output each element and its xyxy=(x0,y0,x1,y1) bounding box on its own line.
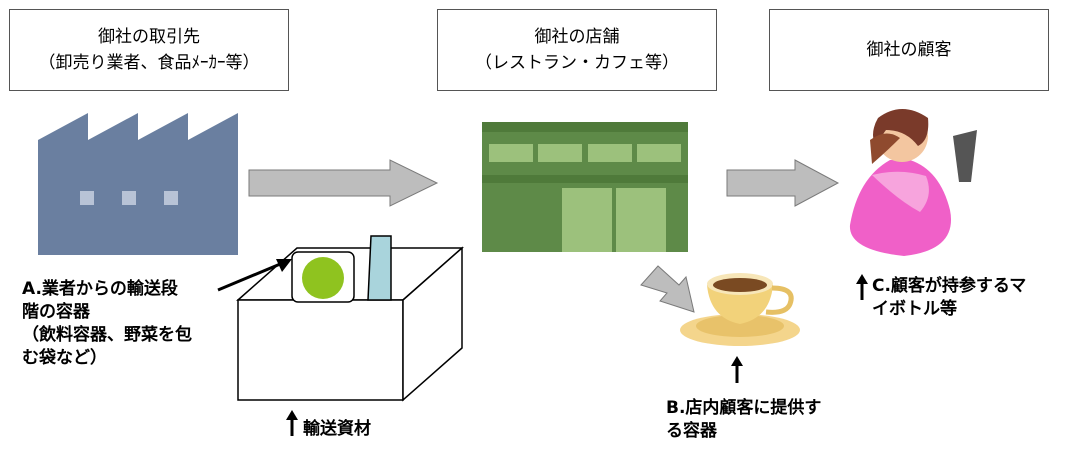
up-arrow-customer xyxy=(856,274,868,300)
arrow-suppliers-to-store xyxy=(248,159,439,207)
arrow-store-to-customer xyxy=(726,159,840,207)
label-b-line2: る容器 xyxy=(666,421,717,441)
stores-title: 御社の店舗 xyxy=(534,27,620,47)
label-transport: 輸送資材 xyxy=(303,418,371,441)
shipping-box-icon xyxy=(236,235,464,402)
label-a-line2: 階の容器 xyxy=(22,302,90,322)
label-a-line3: （飲料容器、野菜を包 xyxy=(22,325,192,345)
pointer-arrow-a xyxy=(217,259,292,292)
customer-icon xyxy=(849,109,977,256)
suppliers-subtitle: （卸売り業者、食品ﾒｰｶｰ等） xyxy=(38,53,260,73)
arrow-store-to-cup xyxy=(640,265,695,313)
label-a-line4: む袋など） xyxy=(22,348,107,368)
coffee-cup-icon xyxy=(680,273,800,346)
box-stores: 御社の店舗 （レストラン・カフェ等） xyxy=(437,9,717,91)
up-arrow-transport xyxy=(286,410,298,436)
label-a: A.業者からの輸送段 階の容器 （飲料容器、野菜を包 む袋など） xyxy=(22,278,192,370)
store-icon xyxy=(482,122,688,252)
label-transport-text: 輸送資材 xyxy=(303,419,371,439)
label-b: B.店内顧客に提供す る容器 xyxy=(666,397,821,443)
factory-icon xyxy=(38,113,238,255)
label-c-line1: C.顧客が持参するマ xyxy=(872,276,1027,296)
suppliers-title: 御社の取引先 xyxy=(98,27,200,47)
stores-subtitle: （レストラン・カフェ等） xyxy=(475,53,679,73)
label-c-line2: イボトル等 xyxy=(872,299,957,319)
customers-title: 御社の顧客 xyxy=(866,40,952,60)
drink-bottle-icon xyxy=(367,235,392,301)
label-b-line1: B.店内顧客に提供す xyxy=(666,398,822,418)
box-customers: 御社の顧客 xyxy=(769,9,1049,91)
label-c: C.顧客が持参するマ イボトル等 xyxy=(872,275,1026,321)
up-arrow-cup xyxy=(731,356,743,383)
vegetable-icon xyxy=(302,257,344,299)
label-a-line1: A.業者からの輸送段 xyxy=(22,279,178,299)
box-suppliers: 御社の取引先 （卸売り業者、食品ﾒｰｶｰ等） xyxy=(9,9,289,91)
